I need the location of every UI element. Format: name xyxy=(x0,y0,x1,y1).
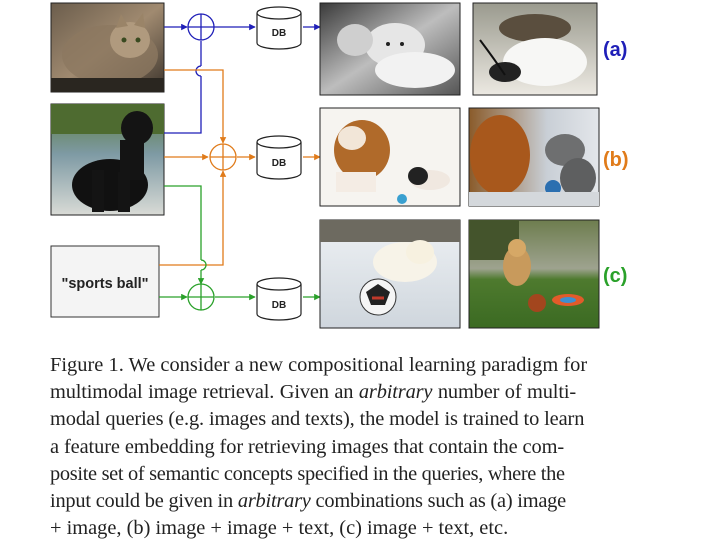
caption-line-5: posite set of semantic concepts specifie… xyxy=(50,462,565,485)
row-label-a: (a) xyxy=(603,39,627,61)
row-b-connections xyxy=(159,69,321,266)
database-c: DB xyxy=(256,277,302,321)
row-label-b: (b) xyxy=(603,149,629,171)
row-label-c: (c) xyxy=(603,265,627,287)
caption-line-2: multimodal image retrieval. Given an arb… xyxy=(50,381,576,404)
result-image-c2 xyxy=(468,219,600,329)
svg-text:DB: DB xyxy=(272,28,286,39)
row-a-connections xyxy=(164,13,321,134)
row-c-connections xyxy=(159,185,321,311)
database-a: DB xyxy=(256,6,302,50)
database-b: DB xyxy=(256,135,302,180)
caption-line-4: a feature embedding for retrieving image… xyxy=(50,435,565,458)
result-image-b2 xyxy=(468,107,600,207)
result-image-c1 xyxy=(319,219,461,329)
result-image-a1 xyxy=(319,2,461,96)
svg-text:DB: DB xyxy=(272,158,286,169)
caption-line-1: Figure 1. We consider a new compositiona… xyxy=(50,354,588,376)
figure-caption: Figure 1. We consider a new compositiona… xyxy=(50,352,632,542)
figure-diagram: "sports ball" DB xyxy=(50,2,629,329)
result-image-a2 xyxy=(472,2,598,96)
caption-line-6: input could be given in arbitrary combin… xyxy=(50,490,566,513)
result-image-b1 xyxy=(319,107,461,207)
query-image-cat xyxy=(50,2,165,93)
svg-text:DB: DB xyxy=(272,300,286,311)
query-image-dog xyxy=(50,103,165,216)
query-text-box: "sports ball" xyxy=(50,245,160,318)
caption-line-7: + image, (b) image + image + text, (c) i… xyxy=(50,517,509,540)
caption-line-3: modal queries (e.g. images and texts), t… xyxy=(50,408,585,431)
query-text: "sports ball" xyxy=(61,276,148,292)
